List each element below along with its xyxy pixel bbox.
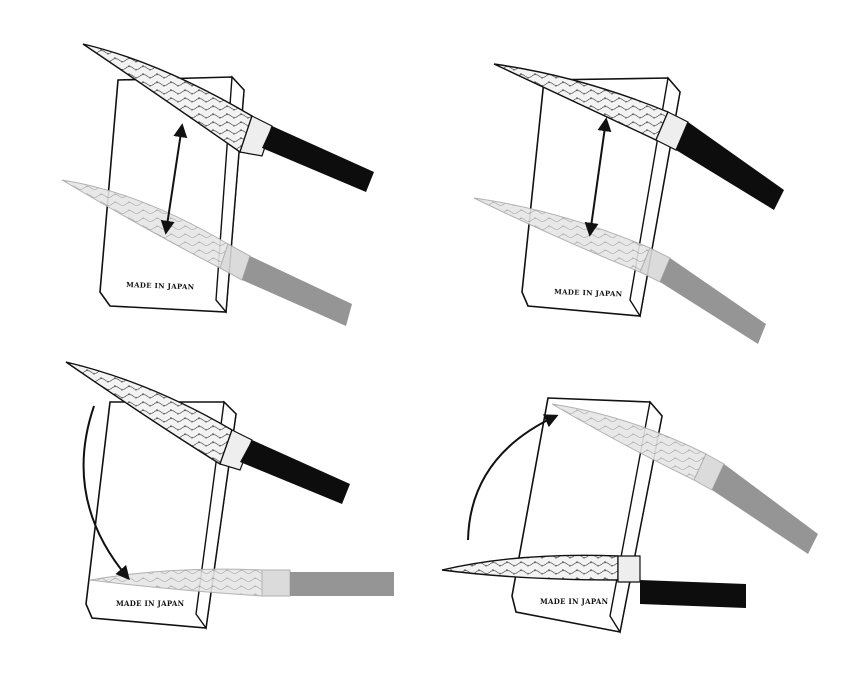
- ghost-knife: [473, 197, 766, 344]
- handle: [640, 580, 746, 608]
- knife: [82, 43, 374, 192]
- handle: [240, 440, 350, 504]
- handle: [676, 122, 784, 210]
- stone-label: MADE IN JAPAN: [540, 597, 609, 606]
- stone-label: MADE IN JAPAN: [554, 287, 623, 298]
- ghost-handle: [660, 258, 766, 344]
- ghost-knife: [551, 403, 818, 554]
- stone-label: MADE IN JAPAN: [116, 599, 185, 608]
- motion-arrow: [82, 405, 130, 581]
- ghost-handle: [290, 572, 394, 596]
- motion-arrow: [160, 123, 188, 235]
- ghost-handle: [242, 256, 352, 326]
- panel-4: MADE IN JAPAN: [441, 397, 818, 634]
- motion-arrow: [584, 117, 612, 237]
- handle: [262, 126, 374, 192]
- stone-label: MADE IN JAPAN: [126, 280, 195, 291]
- motion-arrow: [467, 414, 559, 541]
- knife: [65, 361, 350, 504]
- panel-3: MADE IN JAPAN: [65, 361, 394, 630]
- panel-2: MADE IN JAPAN: [473, 63, 784, 344]
- knife: [441, 554, 746, 608]
- panel-1: MADE IN JAPAN: [61, 43, 374, 326]
- ghost-handle: [712, 464, 818, 554]
- ghost-knife: [89, 568, 394, 597]
- ghost-knife: [61, 179, 352, 326]
- knife: [493, 63, 784, 210]
